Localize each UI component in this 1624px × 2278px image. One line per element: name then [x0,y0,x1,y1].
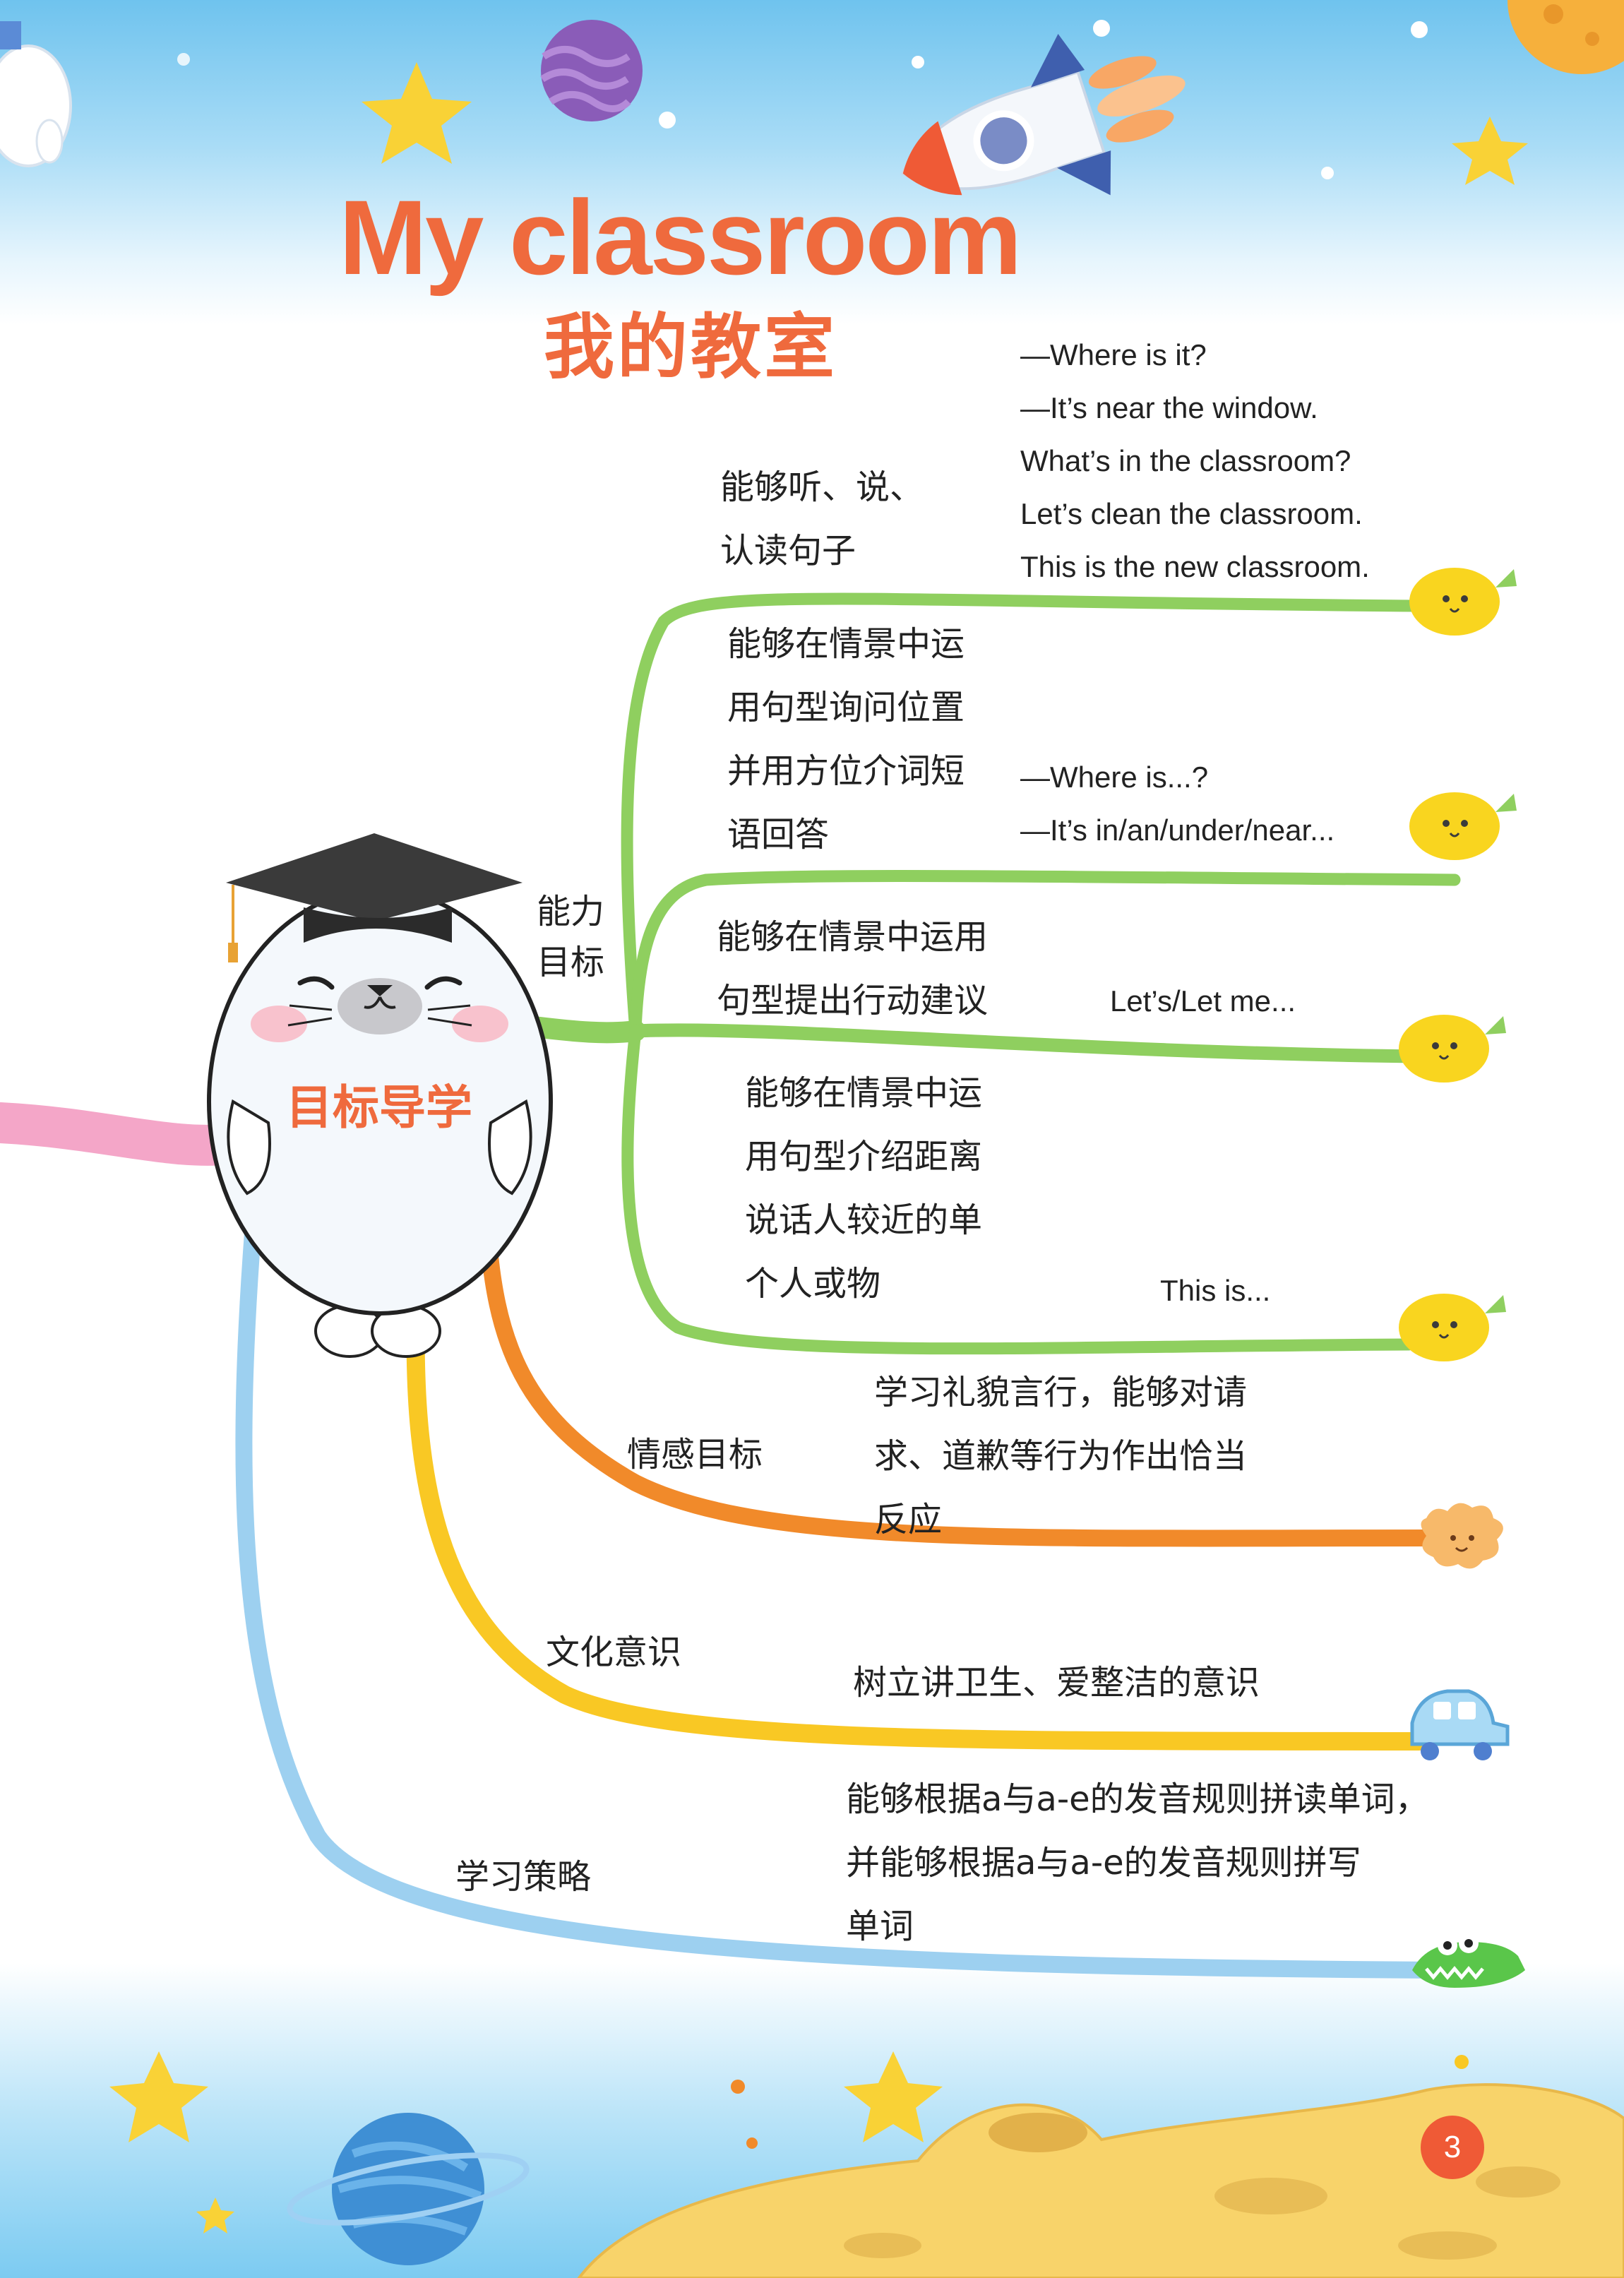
branch-label-strategy: 学习策略 [455,1857,592,1897]
moon-surface-icon [577,2083,1624,2278]
header-decorations [0,0,1624,196]
star-icon [1452,117,1528,185]
page-number-badge: 3 [1421,2116,1484,2179]
ability-branch-lines [512,592,1461,1355]
graduation-cap-icon [226,833,523,962]
page-title-english: My classroom [339,178,1022,297]
strategy-goal-description: 能够根据a与a-e的发音规则拼读单词， 并能够根据a与a-e的发音规则拼写 单词 [846,1779,1429,1946]
lemon-icon [1409,792,1517,860]
star-icon [844,2051,943,2142]
sparkle-icon [177,20,1428,179]
blue-planet-icon [287,2113,530,2265]
strategy-branch-line [235,1206,1449,1979]
dot-decoration [1455,2055,1469,2069]
culture-goal-description: 树立讲卫生、爱整洁的意识 [853,1663,1260,1702]
ability-goal-3-description: 能够在情景中运用 句型提出行动建议 [717,917,989,1020]
purple-planet-icon [540,20,643,121]
branch-label-emotion: 情感目标 [627,1435,763,1474]
center-node-label: 目标导学 [286,1080,472,1135]
branch-label-ability: 能力 目标 [537,892,605,982]
cookie-icon [1421,1503,1503,1569]
astronaut-glove-icon [0,21,72,167]
sky-header-background [0,0,1624,325]
culture-branch-line [406,1276,1428,1751]
lemon-icon [1399,1294,1506,1361]
emotion-goal-description: 学习礼貌言行，能够对请 求、道歉等行为作出恰当 反应 [874,1373,1248,1539]
star-icon [196,2198,234,2234]
ability-goal-4-description: 能够在情景中运 用句型介绍距离 说话人较近的单 个人或物 [745,1073,983,1304]
lemon-icon [1409,568,1517,636]
dot-decoration [731,2080,745,2094]
ability-goal-2-examples: —Where is...? —It’s in/an/under/near... [1020,761,1335,847]
star-icon [362,62,472,164]
orange-planet-icon [1507,0,1624,74]
lemon-icon [1399,1015,1506,1083]
emotion-branch-line [479,1213,1442,1547]
star-icon [109,2051,208,2142]
ability-goal-2-description: 能够在情景中运 用句型询问位置 并用方位介词短 语回答 [727,624,965,854]
car-icon [1410,1689,1510,1760]
page-title-chinese: 我的教室 [544,306,837,388]
rocket-icon [901,34,1186,196]
ability-goal-4-examples: This is... [1160,1274,1271,1307]
ability-goal-3-examples: Let’s/Let me... [1110,984,1296,1018]
dot-decoration [746,2137,758,2149]
ability-goal-1-examples: —Where is it? —It’s near the window. Wha… [1020,338,1370,583]
incoming-branch-line [0,1102,253,1166]
crocodile-icon [1412,1933,1525,1988]
branch-label-culture: 文化意识 [546,1633,682,1672]
ability-goal-1-description: 能够听、说、 认读句子 [720,467,924,571]
